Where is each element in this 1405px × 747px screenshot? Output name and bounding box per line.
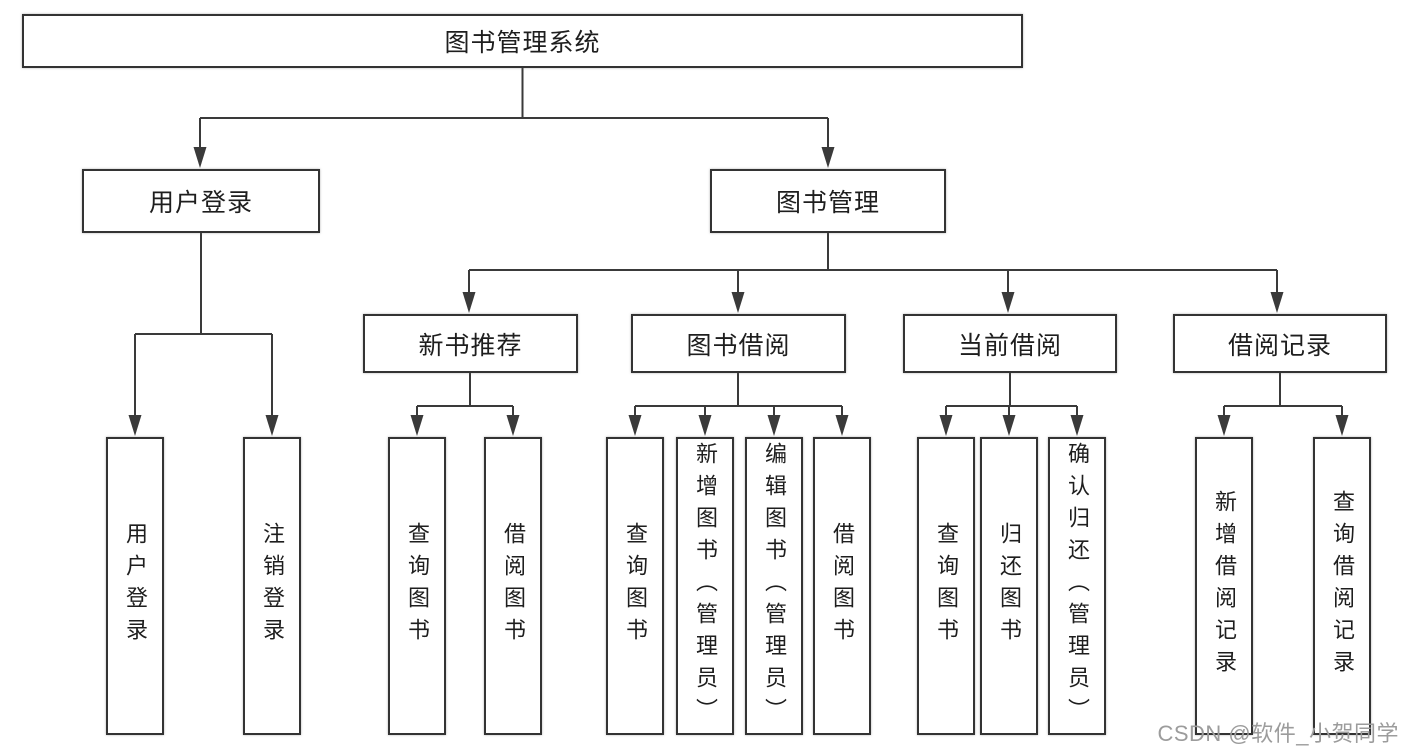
node-new-book-recommend: 新书推荐: [363, 314, 578, 373]
node-root-system: 图书管理系统: [22, 14, 1023, 68]
node-book-management: 图书管理: [710, 169, 946, 233]
node-borrow-records: 借阅记录: [1173, 314, 1387, 373]
node-user-login: 用户登录: [82, 169, 320, 233]
leaf-return-books: 归还图书: [980, 437, 1038, 735]
node-current-borrow: 当前借阅: [903, 314, 1117, 373]
leaf-add-books-admin: 新增图书（管理员）: [676, 437, 734, 735]
node-book-borrow: 图书借阅: [631, 314, 846, 373]
leaf-query-books-newrec: 查询图书: [388, 437, 446, 735]
leaf-add-borrow-record: 新增借阅记录: [1195, 437, 1253, 735]
leaf-borrow-books-newrec: 借阅图书: [484, 437, 542, 735]
leaf-confirm-return-admin: 确认归还（管理员）: [1048, 437, 1106, 735]
leaf-query-books-borrow: 查询图书: [606, 437, 664, 735]
leaf-logout-login: 注销登录: [243, 437, 301, 735]
leaf-borrow-books-borrow: 借阅图书: [813, 437, 871, 735]
leaf-query-borrow-record: 查询借阅记录: [1313, 437, 1371, 735]
leaf-edit-books-admin: 编辑图书（管理员）: [745, 437, 803, 735]
leaf-user-login: 用户登录: [106, 437, 164, 735]
leaf-query-books-current: 查询图书: [917, 437, 975, 735]
csdn-watermark: CSDN @软件_小贺同学: [1157, 721, 1399, 746]
arrowheads: [128, 147, 1349, 436]
